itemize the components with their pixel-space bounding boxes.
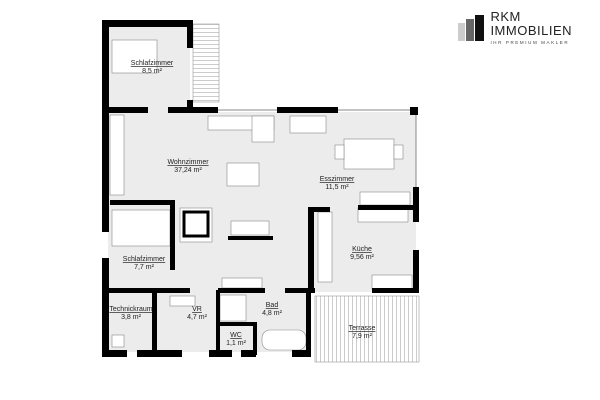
logo-tagline: IHR PREMIUM MAKLER [490, 40, 570, 45]
svg-text:7,7 m²: 7,7 m² [134, 264, 155, 271]
svg-text:Küche: Küche [352, 246, 372, 253]
svg-text:Bad: Bad [266, 302, 279, 309]
svg-text:37,24 m²: 37,24 m² [174, 167, 202, 174]
svg-text:9,56 m²: 9,56 m² [350, 254, 374, 261]
svg-text:7,9 m²: 7,9 m² [352, 333, 373, 340]
tv-board [228, 236, 273, 240]
svg-text:8,5 m²: 8,5 m² [142, 68, 163, 75]
svg-text:Esszimmer: Esszimmer [320, 176, 355, 183]
walls [102, 20, 419, 357]
svg-text:Terrasse: Terrasse [349, 325, 376, 332]
room-label: WC1,1 m² [226, 332, 247, 347]
room-label: VR4,7 m² [187, 306, 208, 321]
furniture [109, 39, 413, 351]
svg-text:11,5 m²: 11,5 m² [325, 184, 349, 191]
fireplace [182, 210, 210, 238]
logo-brand: RKM IMMOBILIEN [490, 9, 573, 38]
svg-text:1,1 m²: 1,1 m² [226, 340, 247, 347]
svg-text:WC: WC [230, 332, 242, 339]
terrace [314, 295, 420, 363]
svg-text:Technickraum: Technickraum [109, 306, 152, 313]
svg-text:VR: VR [192, 306, 202, 313]
svg-text:Schlafzimmer: Schlafzimmer [131, 60, 174, 67]
svg-text:4,8 m²: 4,8 m² [262, 310, 283, 317]
svg-text:4,7 m²: 4,7 m² [187, 314, 208, 321]
balcony [192, 23, 220, 103]
logo-building-icon [458, 14, 484, 41]
svg-text:Schlafzimmer: Schlafzimmer [123, 256, 166, 263]
svg-text:Wohnzimmer: Wohnzimmer [167, 159, 209, 166]
company-logo: RKM IMMOBILIEN IHR PREMIUM MAKLER [458, 10, 600, 45]
svg-text:3,8 m²: 3,8 m² [121, 314, 142, 321]
